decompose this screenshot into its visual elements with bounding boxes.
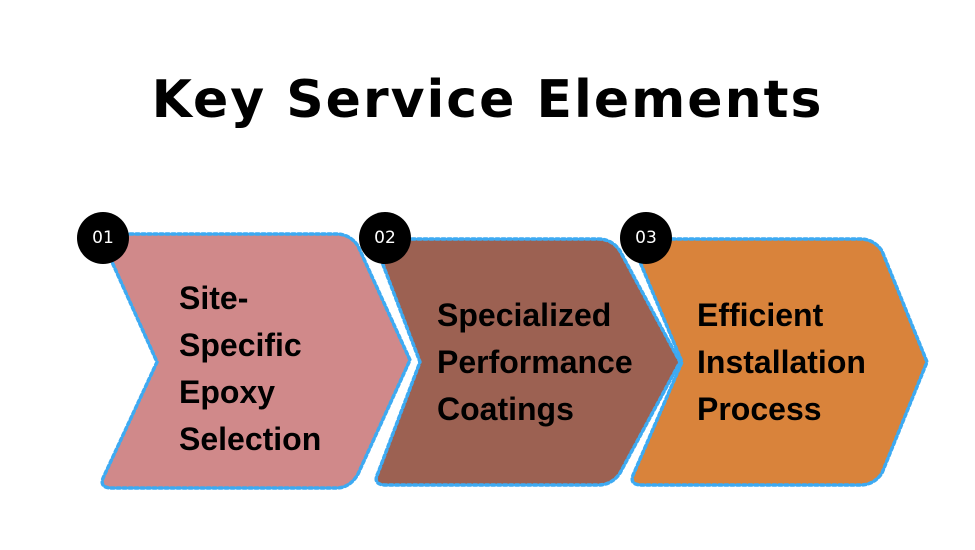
label-line: Efficient [697, 297, 824, 333]
step-label-3: Efficient Installation Process [697, 292, 866, 433]
step-label-1: Site- Specific Epoxy Selection [179, 275, 321, 463]
step-number-badge-1: 01 [77, 212, 129, 264]
label-line: Site- [179, 280, 249, 316]
step-label-2: Specialized Performance Coatings [437, 292, 633, 433]
step-number-badge-3: 03 [620, 212, 672, 264]
chevron-step-3 [630, 237, 929, 487]
step-number-badge-2: 02 [359, 212, 411, 264]
label-line: Selection [179, 421, 322, 457]
label-line: Coatings [437, 391, 574, 427]
label-line: Performance [437, 344, 633, 380]
label-line: Specific [179, 327, 302, 363]
page-title: Key Service Elements [151, 70, 824, 130]
label-line: Epoxy [179, 374, 276, 410]
label-line: Installation [697, 344, 866, 380]
chevron-step-1 [100, 232, 412, 490]
chevron-step-2 [374, 237, 682, 487]
label-line: Process [697, 391, 822, 427]
label-line: Specialized [437, 297, 612, 333]
